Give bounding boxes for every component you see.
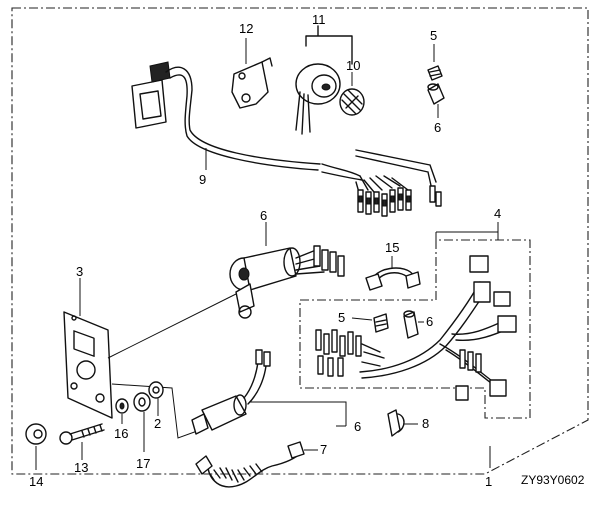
harness-sub-boundary (299, 239, 531, 419)
part-8-starter-switch (191, 349, 347, 435)
callout-6-mid: 6 (426, 314, 433, 329)
callout-4-bracket (435, 222, 499, 240)
diagram-code: ZY93Y0602 (521, 473, 585, 487)
part-11-switch-harness (131, 61, 442, 217)
part-16-nut (25, 423, 47, 470)
part-10-clip (387, 409, 418, 437)
callout-9: 7 (320, 442, 327, 457)
part-5-screw-mid (351, 313, 389, 333)
callout-1: 1 (485, 474, 492, 489)
callout-6-top: 6 (434, 120, 441, 135)
part-12-cover (339, 72, 365, 116)
part-5-screw-top (427, 44, 443, 81)
callout-19: 17 (136, 456, 150, 471)
callout-17: 15 (385, 240, 399, 255)
assembly-leader (107, 293, 237, 439)
callout-11: 9 (199, 172, 206, 187)
callout-12: 10 (346, 58, 360, 73)
part-2-nut (148, 381, 164, 416)
callout-5-mid: 5 (338, 310, 345, 325)
callout-10: 8 (422, 416, 429, 431)
callout-14: 12 (239, 21, 253, 36)
part-18-washer (115, 398, 129, 424)
callout-15: 13 (74, 460, 88, 475)
part-17-clamp (365, 256, 421, 291)
part-3-panel-plate (63, 278, 113, 419)
callout-3: 3 (76, 264, 83, 279)
callout-18: 16 (114, 426, 128, 441)
assembly-boundary (11, 7, 589, 475)
part-4-main-harness (315, 255, 517, 401)
part-19-nut (133, 392, 151, 452)
part-9-lanyard (195, 441, 318, 488)
callout-8: 6 (354, 419, 361, 434)
callout-4: 4 (494, 206, 501, 221)
callout-2: 2 (154, 416, 161, 431)
part-14-bracket (231, 38, 273, 109)
part-13-buzzer (295, 25, 353, 135)
part-7-ignition-switch (229, 222, 345, 319)
callout-5-top: 5 (430, 28, 437, 43)
callout-16: 14 (29, 474, 43, 489)
part-15-bolt (59, 423, 105, 460)
callout-13: 11 (312, 12, 326, 27)
part-6-spacer-mid (403, 310, 424, 339)
part-6-spacer-top (427, 83, 445, 118)
callout-7: 6 (260, 208, 267, 223)
